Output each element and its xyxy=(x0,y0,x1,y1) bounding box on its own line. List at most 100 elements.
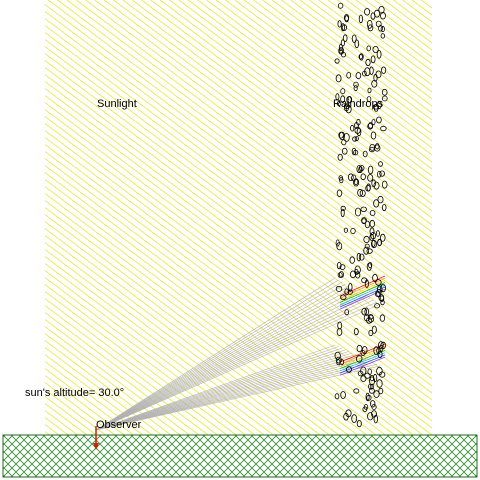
raindrop xyxy=(349,256,355,264)
raindrop xyxy=(379,371,386,378)
raindrop xyxy=(365,392,370,402)
sunlight-ray xyxy=(44,18,433,310)
raindrop xyxy=(347,173,354,182)
raindrop xyxy=(354,126,361,134)
raindrop xyxy=(358,253,365,261)
raindrop xyxy=(353,85,358,92)
raindrop xyxy=(369,227,375,236)
raindrop xyxy=(348,282,353,292)
raindrop xyxy=(365,58,371,67)
raindrop xyxy=(359,53,364,61)
raindrop xyxy=(356,165,362,174)
raindrop xyxy=(337,2,344,9)
sunlight-ray xyxy=(44,228,321,436)
sunlight-ray xyxy=(44,312,209,436)
raindrop xyxy=(358,54,363,60)
sight-line xyxy=(95,360,371,431)
raindrop xyxy=(378,161,383,167)
raindrop xyxy=(368,261,373,269)
raindrop xyxy=(358,14,363,24)
raindrop xyxy=(366,317,373,324)
raindrop xyxy=(340,39,345,47)
raindrop xyxy=(338,47,345,55)
sight-line xyxy=(95,359,367,431)
raindrop xyxy=(338,48,343,54)
raindrop xyxy=(370,239,377,249)
raindrop xyxy=(376,171,382,178)
sight-line xyxy=(95,291,360,431)
raindrop xyxy=(375,230,380,237)
raindrop xyxy=(367,174,374,182)
raindrop xyxy=(370,131,377,140)
raindrop xyxy=(340,88,346,95)
raindrop xyxy=(340,95,346,103)
raindrop xyxy=(375,279,382,286)
sunlight-ray xyxy=(262,0,433,128)
sunlight-ray xyxy=(206,0,433,170)
raindrop xyxy=(340,294,347,300)
raindrop xyxy=(364,279,369,288)
raindrop xyxy=(380,125,387,132)
raindrop xyxy=(344,309,350,316)
sunlight-ray xyxy=(44,424,60,436)
raindrop xyxy=(366,45,371,52)
sight-line xyxy=(95,346,339,431)
raindrop xyxy=(374,303,381,309)
raindrop xyxy=(344,288,350,296)
raindrop xyxy=(334,58,340,64)
sunlight-ray xyxy=(383,0,433,37)
raindrop xyxy=(354,136,359,142)
raindrop xyxy=(372,46,379,54)
raindrop xyxy=(373,346,380,355)
sunlight-ray xyxy=(44,144,433,436)
raindrop xyxy=(377,195,384,204)
raindrop xyxy=(376,347,381,355)
raindrop xyxy=(351,147,357,156)
sunlight-ray xyxy=(44,32,433,324)
spectrum-ray xyxy=(339,352,386,372)
sunlight-ray xyxy=(365,0,433,51)
raindrop xyxy=(352,136,358,142)
sight-line xyxy=(95,352,353,431)
sunlight-ray xyxy=(44,277,256,436)
raindrop xyxy=(373,414,378,424)
sunlight-ray xyxy=(327,0,433,79)
raindrop xyxy=(372,104,380,110)
sunlight-ray xyxy=(44,340,172,436)
raindrop xyxy=(360,375,367,382)
sight-line xyxy=(95,354,357,431)
sunlight-ray xyxy=(44,88,433,380)
raindrop xyxy=(347,289,353,295)
observer-marker xyxy=(93,426,99,450)
sight-line xyxy=(95,279,339,431)
sunlight-ray xyxy=(131,0,433,226)
sunlight-ray xyxy=(44,200,358,436)
sunlight-ray xyxy=(411,0,433,16)
raindrop xyxy=(375,70,382,79)
sunlight-ray xyxy=(44,207,349,436)
sunlight-ray xyxy=(66,0,433,275)
raindrop xyxy=(372,373,378,383)
raindrop xyxy=(381,180,388,189)
raindrops xyxy=(334,2,388,428)
sunlight-ray xyxy=(44,249,293,436)
sunlight-ray xyxy=(44,263,274,436)
sunlight-ray xyxy=(44,158,414,436)
raindrop xyxy=(335,285,343,292)
raindrop xyxy=(336,261,342,270)
raindrop xyxy=(353,388,360,394)
raindrop xyxy=(370,55,376,64)
sunlight-ray xyxy=(44,81,433,373)
raindrop xyxy=(371,325,377,334)
sunlight-ray xyxy=(122,0,433,233)
sunlight-ray xyxy=(271,0,433,121)
raindrop xyxy=(366,96,372,102)
sight-line xyxy=(95,277,336,431)
raindrop xyxy=(334,393,340,400)
sunlight-ray xyxy=(44,123,433,415)
raindrop xyxy=(368,387,375,394)
sunlight-ray xyxy=(44,256,284,436)
raindrop xyxy=(375,20,382,28)
sight-line xyxy=(95,344,336,431)
raindrop xyxy=(376,116,382,124)
